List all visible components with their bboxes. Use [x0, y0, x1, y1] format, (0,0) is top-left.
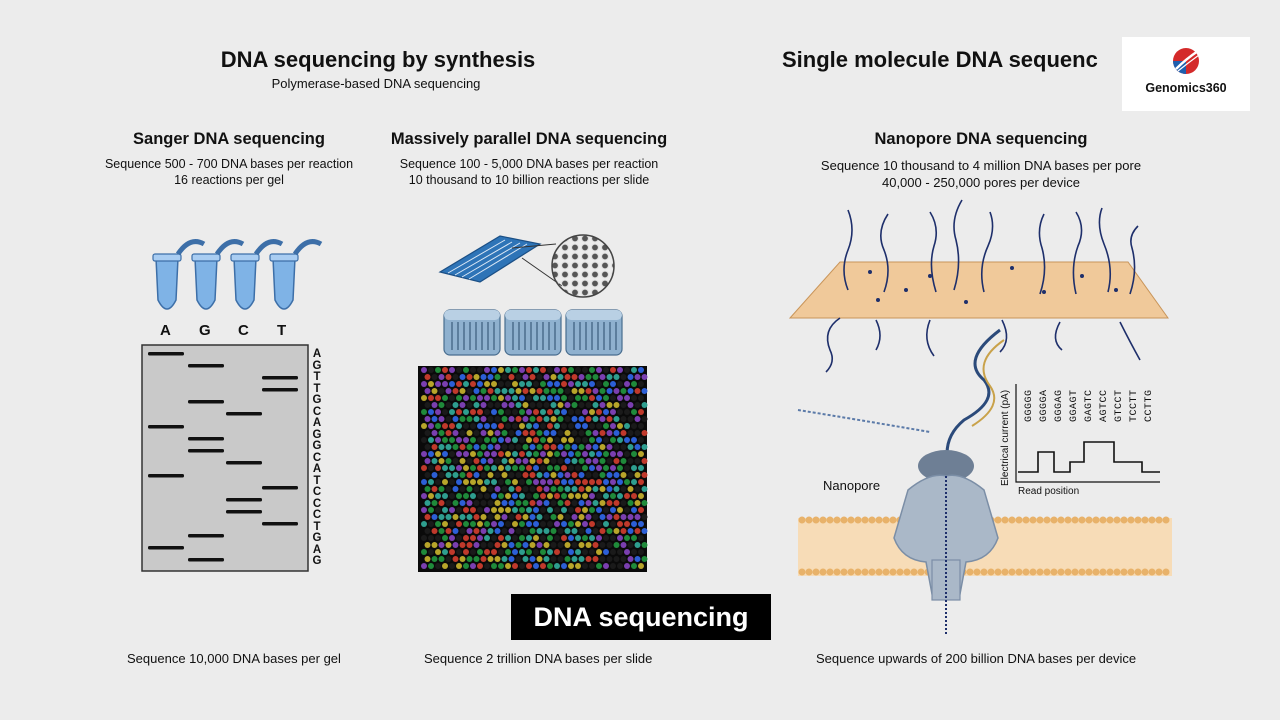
read-base: A — [312, 348, 322, 360]
read-base: A — [312, 463, 322, 475]
read-base: T — [313, 371, 321, 383]
dna-helix — [945, 328, 1001, 471]
cluster-wells — [443, 309, 623, 356]
tube-c-icon — [230, 239, 284, 310]
nanopore-line2: 40,000 - 250,000 pores per device — [881, 175, 1081, 190]
read-base: G — [312, 359, 322, 372]
kmer: GGAGT — [1069, 389, 1080, 422]
kmer: GGGGG — [1024, 389, 1035, 422]
lane-label-t: T — [277, 322, 287, 339]
read-base: G — [312, 532, 322, 544]
logo-text: Genomics360 — [1145, 81, 1227, 95]
kmer: TCCTT — [1129, 389, 1140, 422]
tube-g-icon — [191, 239, 245, 310]
video-caption: DNA sequencing — [511, 594, 771, 640]
massive-line1: Sequence 100 - 5,000 DNA bases per react… — [399, 157, 659, 171]
current-graph — [1015, 384, 1160, 483]
lane-label-g: G — [199, 322, 211, 339]
tube-a-icon — [152, 239, 206, 310]
sanger-read-sequence: A G T T G C A G G C A T C C C T G A G — [311, 348, 323, 568]
kmer: GGGGA — [1039, 389, 1050, 422]
kmer: GGGAG — [1054, 389, 1065, 422]
read-base: T — [313, 474, 321, 487]
nanopore-title: Nanopore DNA sequencing — [874, 130, 1088, 148]
read-base: A — [312, 417, 322, 429]
graph-ylabel: Electrical current (pA) — [1000, 389, 1011, 486]
genomics360-logo: Genomics360 — [1122, 37, 1250, 111]
read-base: G — [312, 555, 322, 567]
sanger-line2: 16 reactions per gel — [174, 173, 284, 187]
kmer: GTCCT — [1114, 389, 1125, 422]
kmer: AGTCC — [1099, 389, 1110, 422]
gel-bands — [148, 352, 298, 562]
lane-label-c: C — [238, 322, 249, 339]
kmer: CCTTG — [1144, 389, 1155, 422]
single-molecule-title: Single molecule DNA sequenc — [782, 47, 1098, 72]
graph-xlabel: Read position — [1018, 486, 1080, 497]
read-base: T — [313, 382, 321, 395]
read-base: G — [312, 394, 322, 406]
read-base: G — [312, 428, 322, 441]
dna-strands — [825, 199, 1141, 373]
massive-line2: 10 thousand to 10 billion reactions per … — [408, 173, 650, 187]
nanopore-label: Nanopore — [823, 478, 881, 493]
read-base: C — [312, 509, 322, 521]
nanopore-line1: Sequence 10 thousand to 4 million DNA ba… — [820, 158, 1142, 173]
magnified-surface — [551, 234, 615, 298]
read-base: C — [312, 486, 322, 498]
sanger-gel — [141, 344, 309, 572]
massive-footer: Sequence 2 trillion DNA bases per slide — [424, 651, 653, 666]
sanger-footer: Sequence 10,000 DNA bases per gel — [127, 651, 341, 666]
nanopore-footer: Sequence upwards of 200 billion DNA base… — [816, 651, 1137, 666]
read-base: G — [312, 440, 322, 452]
read-base: C — [312, 497, 322, 510]
read-base: T — [313, 520, 321, 533]
kmer: GAGTC — [1084, 389, 1095, 422]
lane-label-a: A — [160, 322, 171, 339]
pore-dots — [868, 266, 1118, 304]
cluster-dots — [421, 367, 648, 569]
read-base: A — [312, 543, 322, 556]
sequencing-by-synthesis-title: DNA sequencing by synthesis — [220, 47, 536, 72]
sanger-title: Sanger DNA sequencing — [133, 130, 325, 148]
massive-title: Massively parallel DNA sequencing — [390, 130, 668, 148]
sanger-line1: Sequence 500 - 700 DNA bases per reactio… — [104, 157, 354, 171]
tube-t-icon — [269, 239, 323, 310]
logo-globe-icon — [1173, 48, 1200, 74]
read-base: C — [312, 405, 322, 418]
sequencing-by-synthesis-subtitle: Polymerase-based DNA sequencing — [271, 76, 481, 91]
nanopore-protein-icon — [893, 450, 999, 636]
kmer-table: GGGGG GGGGA GGGAG GGAGT GAGTC AGTCC GTCC… — [1024, 384, 1166, 428]
read-base: C — [312, 451, 322, 464]
